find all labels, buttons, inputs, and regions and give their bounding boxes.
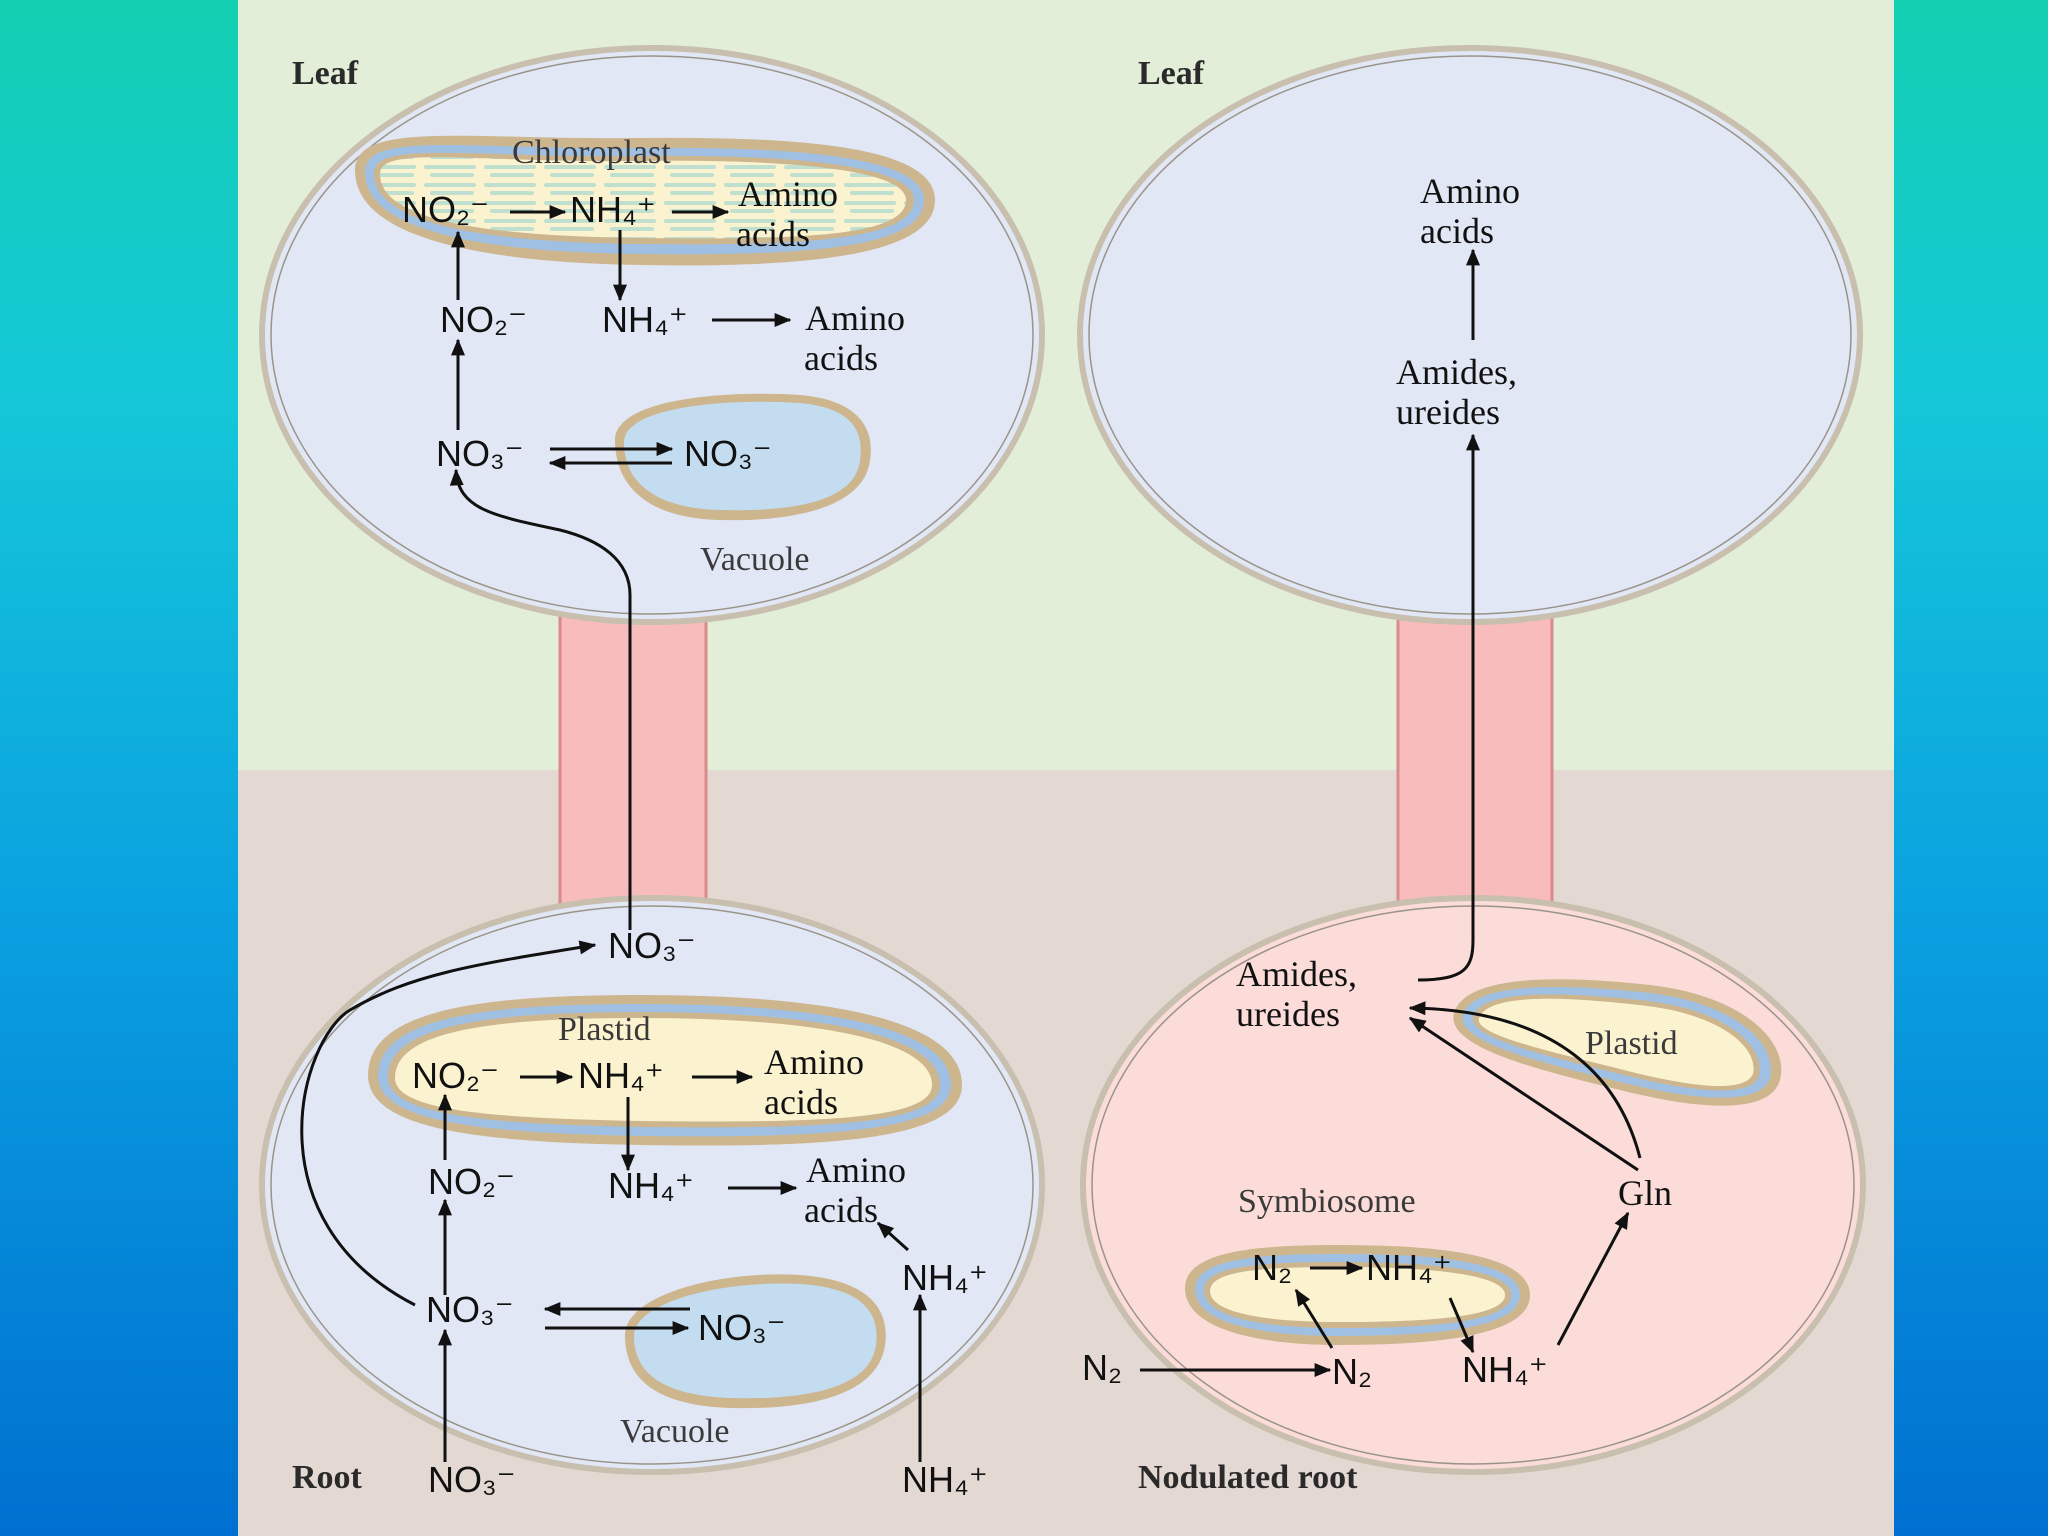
- chem-amides-right-leaf-line1: Amides,: [1396, 352, 1517, 392]
- right-leaf-cell-inner: [1088, 55, 1852, 615]
- arrow-xylem-no3-to-leaf: [449, 468, 632, 930]
- chloroplast: [355, 135, 935, 266]
- chem-nh4-soil: NH₄⁺: [902, 1459, 988, 1500]
- label-leaf-vacuole: Vacuole: [700, 541, 810, 578]
- chem-amino-leaf-cytosol-line2: acids: [804, 338, 878, 378]
- label-leaf-left: Leaf: [292, 55, 359, 92]
- arrow-no3-cytosol-to-xylem: [300, 940, 597, 1307]
- chem-amides-right-leaf-line2: ureides: [1396, 392, 1500, 432]
- chem-amino-chloroplast-line1: Amino: [738, 174, 838, 214]
- arrow-n2-cytosol-to-symbiosome: [1294, 1288, 1334, 1349]
- chem-gln: Gln: [1618, 1173, 1672, 1213]
- arrow-xylem-amides-to-leaf: [1417, 433, 1480, 982]
- label-root-vacuole: Vacuole: [620, 1413, 730, 1450]
- chem-n2-symbiosome: N₂: [1252, 1247, 1292, 1288]
- chem-amides-nodule-line1: Amides,: [1236, 954, 1357, 994]
- chem-nh4-chloroplast: NH₄⁺: [570, 189, 656, 230]
- chem-amino-leaf-cytosol-line1: Amino: [805, 298, 905, 338]
- arrow-nh4-symbiosome-to-cytosol: [1448, 1297, 1475, 1354]
- root-cell-inner: [270, 905, 1034, 1465]
- leaf-vacuole: [615, 393, 871, 521]
- chem-no2-root-cytosol: NO₂⁻: [428, 1161, 515, 1202]
- root-vacuole: [625, 1274, 886, 1409]
- chem-amino-plastid-line2: acids: [764, 1082, 838, 1122]
- chem-no3-soil: NO₃⁻: [428, 1459, 516, 1500]
- chem-amino-root-cytosol-line1: Amino: [806, 1150, 906, 1190]
- arrow-nh4-to-amino-root-right: [876, 1221, 910, 1252]
- left-vessel: [558, 598, 708, 922]
- arrow-nh4-to-gln: [1556, 1211, 1630, 1346]
- chem-no3-leaf-vacuole: NO₃⁻: [684, 433, 772, 474]
- label-leaf-right: Leaf: [1138, 55, 1205, 92]
- chem-no2-plastid: NO₂⁻: [412, 1055, 499, 1096]
- left-leaf-cell-inner: [270, 55, 1034, 615]
- chem-nh4-leaf-cytosol: NH₄⁺: [602, 299, 688, 340]
- label-symbiosome: Symbiosome: [1238, 1183, 1416, 1220]
- chem-no3-root-cytosol: NO₃⁻: [426, 1289, 514, 1330]
- nodule-plastid: [1453, 979, 1782, 1106]
- chem-amino-chloroplast-line2: acids: [736, 214, 810, 254]
- chem-amino-root-cytosol-line2: acids: [804, 1190, 878, 1230]
- label-root: Root: [292, 1459, 363, 1496]
- label-chloroplast: Chloroplast: [512, 134, 671, 171]
- right-vessel: [1396, 598, 1554, 922]
- chem-no2-chloroplast: NO₂⁻: [402, 189, 489, 230]
- chem-no2-leaf-cytosol: NO₂⁻: [440, 299, 527, 340]
- label-nodule-plastid: Plastid: [1585, 1025, 1678, 1062]
- label-nodulated-root: Nodulated root: [1138, 1459, 1358, 1496]
- symbiosome: [1185, 1245, 1530, 1345]
- chem-nh4-plastid: NH₄⁺: [578, 1055, 664, 1096]
- chem-nh4-nodule-cytosol: NH₄⁺: [1462, 1349, 1548, 1390]
- arrow-gln-via-plastid-to-amides: [1408, 1001, 1642, 1159]
- right-leaf-cell: [1077, 45, 1863, 625]
- chem-no3-xylem-root: NO₃⁻: [608, 925, 696, 966]
- chem-n2-nodule-cytosol: N₂: [1332, 1351, 1372, 1392]
- chem-amino-plastid-line1: Amino: [764, 1042, 864, 1082]
- chem-amino-right-leaf-line1: Amino: [1420, 171, 1520, 211]
- chem-nh4-root-right: NH₄⁺: [902, 1257, 988, 1298]
- chem-n2-outside: N₂: [1082, 1347, 1122, 1388]
- chem-no3-root-vacuole: NO₃⁻: [698, 1307, 786, 1348]
- chem-amides-nodule-line2: ureides: [1236, 994, 1340, 1034]
- label-root-plastid: Plastid: [558, 1011, 651, 1048]
- arrow-gln-to-amides: [1408, 1016, 1639, 1172]
- chem-nh4-symbiosome: NH₄⁺: [1366, 1247, 1452, 1288]
- root-plastid: [368, 995, 962, 1146]
- chem-no3-leaf-cytosol: NO₃⁻: [436, 433, 524, 474]
- chem-nh4-root-cytosol: NH₄⁺: [608, 1165, 694, 1206]
- chem-amino-right-leaf-line2: acids: [1420, 211, 1494, 251]
